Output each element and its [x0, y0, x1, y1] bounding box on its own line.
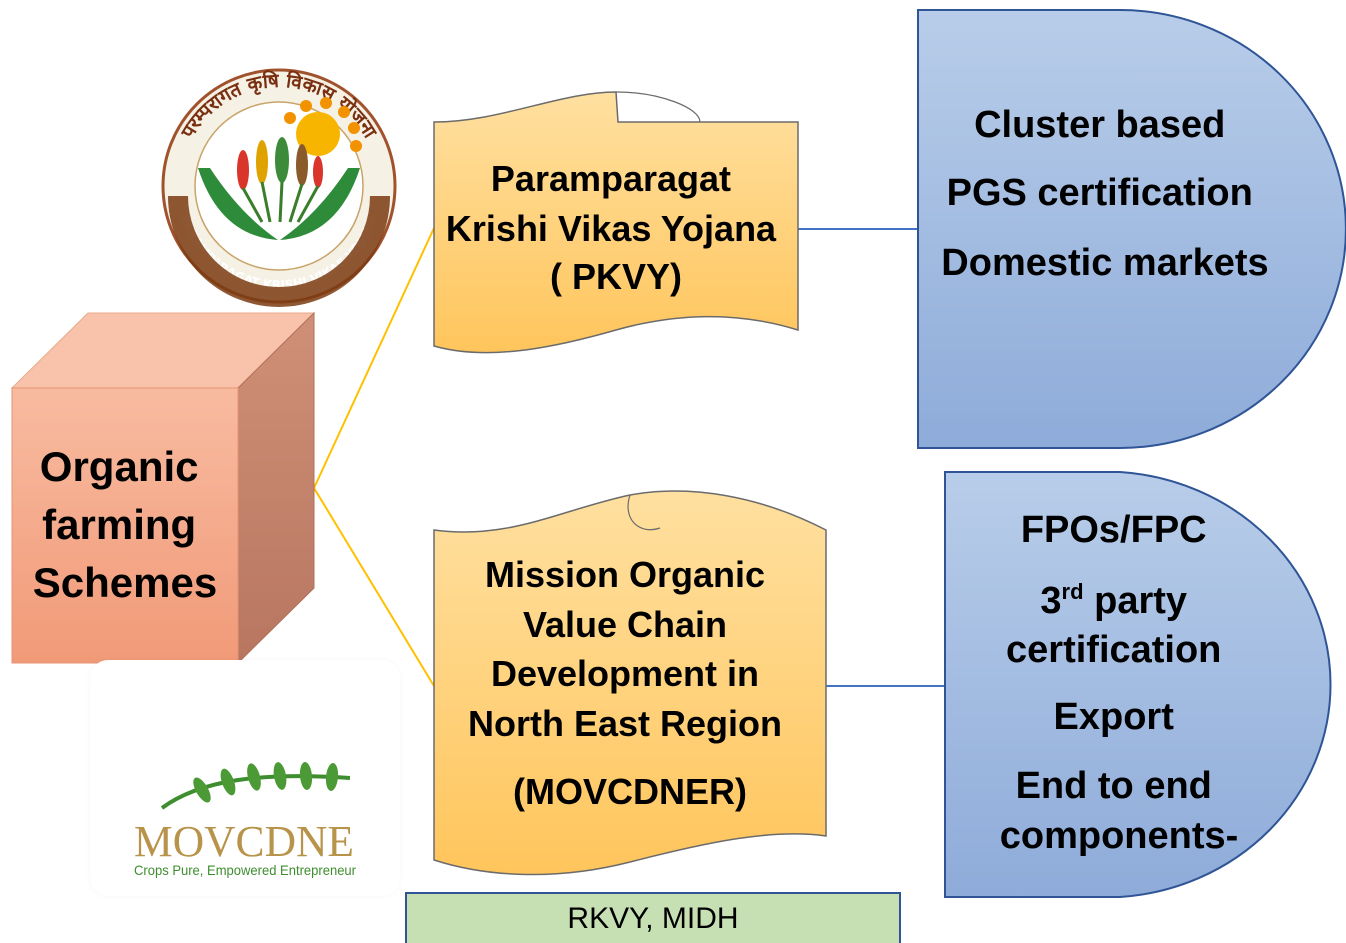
svg-text:FPOs/FPC 3rd party: FPOs/FPC 3rd party certification Export …: [1000, 509, 1239, 857]
funding-sources-box: RKVY, MIDH: [405, 892, 901, 943]
hands-icon: [198, 168, 360, 240]
scroll-shape-movcdner: [433, 490, 827, 876]
connector-root-to-pkvy: [313, 227, 435, 489]
features-pkvy-node: Cluster based PGS certification Domestic…: [917, 9, 1346, 449]
features2-line-1: FPOs/FPC: [1021, 509, 1207, 551]
sun-icon: [284, 97, 362, 156]
scroll-curl-pkvy: [615, 91, 701, 123]
movcdne-tagline: Crops Pure, Empowered Entrepreneur: [134, 862, 356, 878]
features2-line-2: 3rd party: [1040, 579, 1187, 622]
cube-front-face: [11, 387, 239, 664]
scheme-movcdner-node: Mission Organic Value Chain Development …: [433, 490, 827, 876]
features2-line-4: Export: [1054, 696, 1175, 738]
movcdne-logo: MOVCDNE Crops Pure, Empowered Entreprene…: [134, 762, 356, 878]
pkvy-line-3: ( PKVY): [550, 256, 682, 297]
scheme-pkvy-node: Paramparagat Krishi Vikas Yojana ( PKVY): [433, 91, 799, 354]
root-cube: Organic farming Schemes: [10, 311, 316, 665]
movcdner-line-4: North East Region: [468, 703, 782, 744]
root-line-2: farming: [42, 501, 196, 548]
features2-superscript: rd: [1062, 579, 1084, 604]
svg-text:Mission Organic Value Ch: Mission Organic Value Chain Development …: [468, 554, 792, 812]
root-line-1: Organic: [40, 443, 199, 490]
features-movcdner-node: FPOs/FPC 3rd party certification Export …: [944, 471, 1332, 898]
features2-line-6: components-: [1000, 815, 1239, 857]
movcdner-line-5: (MOVCDNER): [513, 771, 747, 812]
connector-lines: [313, 227, 945, 687]
movcdne-wordmark: MOVCDNE: [134, 817, 354, 866]
connector-root-to-movcdner: [313, 487, 435, 687]
features1-line-1: Cluster based: [974, 104, 1225, 146]
svg-text:Organic farming Sc: Organic farming Schemes: [33, 443, 217, 606]
root-line-3: Schemes: [33, 559, 217, 606]
features2-superscript-number: 3: [1040, 580, 1061, 622]
movcdner-line-3: Development in: [491, 653, 759, 694]
d-shape-pkvy: [917, 9, 1346, 449]
features1-line-2: PGS certification: [947, 172, 1253, 214]
movcdne-logo-card: MOVCDNE Crops Pure, Empowered Entreprene…: [90, 660, 400, 896]
pkvy-logo: परम्परागत कृषि विकास योजना PARAMPARAGAT …: [161, 68, 397, 307]
movcdner-line-1: Mission Organic: [485, 554, 765, 595]
svg-text:Paramparagat Krishi Vika: Paramparagat Krishi Vikas Yojana ( PKVY): [446, 158, 786, 297]
movcdner-line-2: Value Chain: [523, 604, 727, 645]
svg-text:Cluster based PGS certif: Cluster based PGS certification Domestic…: [941, 104, 1268, 284]
pkvy-line-1: Paramparagat: [491, 158, 731, 199]
funding-sources-label: RKVY, MIDH: [567, 901, 739, 935]
features2-line-3: certification: [1006, 629, 1221, 671]
crops-icon: [237, 137, 323, 223]
d-shape-movcdner: [944, 471, 1332, 898]
features2-line-5: End to end: [1016, 765, 1212, 807]
features1-line-3: Domestic markets: [941, 242, 1268, 284]
scroll-shape-pkvy: [433, 91, 799, 354]
vine-icon: [160, 762, 351, 810]
scroll-curl-movcdner: [627, 494, 661, 531]
features2-party: party: [1084, 580, 1187, 622]
pkvy-logo-banner: [168, 195, 390, 307]
pkvy-line-2: Krishi Vikas Yojana: [446, 208, 777, 249]
